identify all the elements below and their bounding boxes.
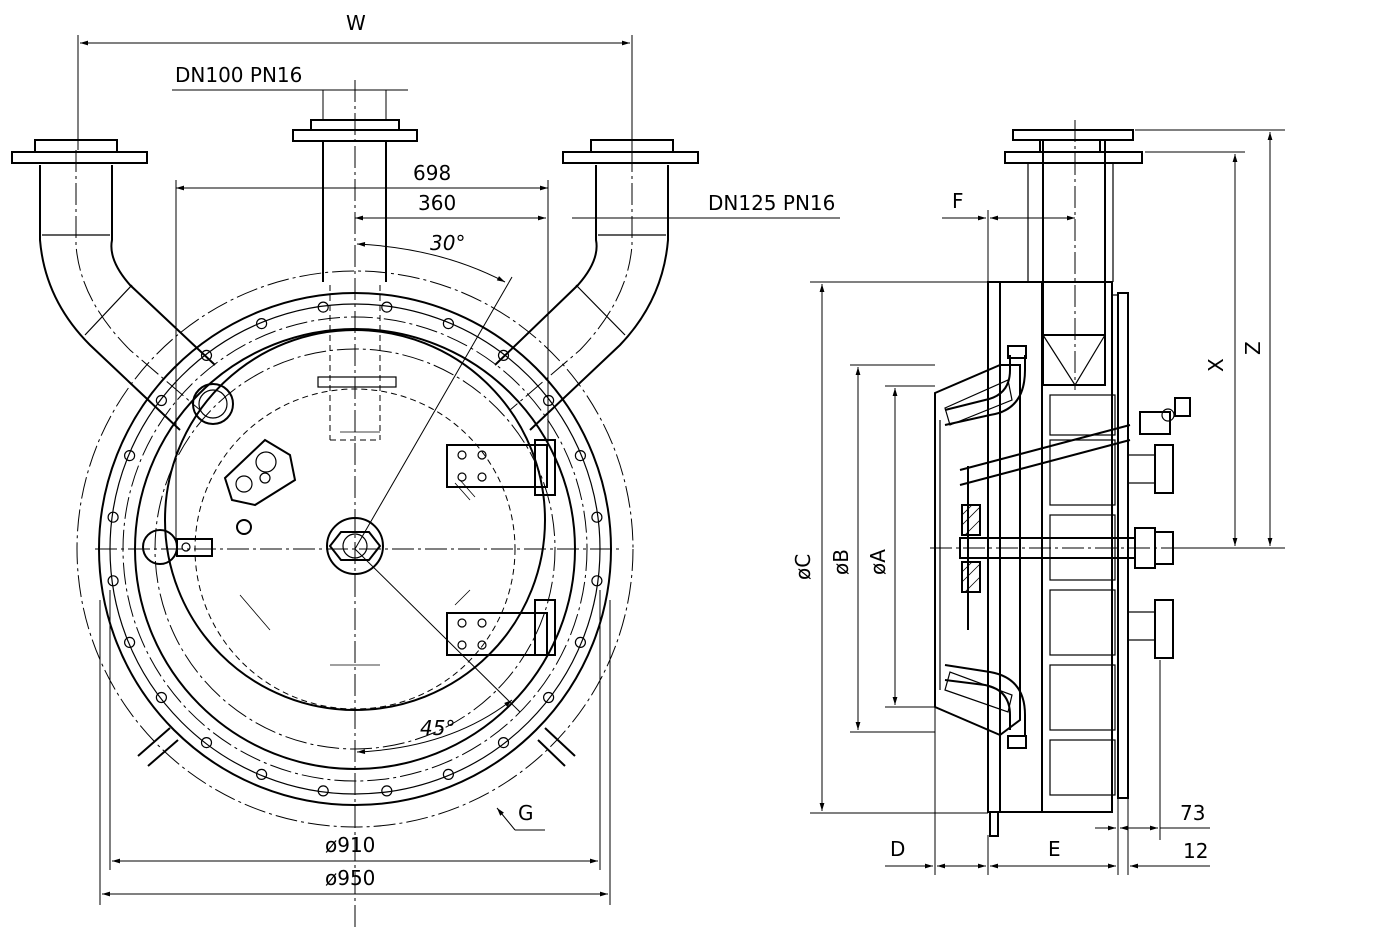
port-plate [223,438,297,535]
left-outlet-pipe [11,139,216,431]
upper-bracket [446,439,556,496]
back-plate [1117,292,1129,799]
dia-950-label: ø950 [325,866,375,890]
bolt-holes [107,301,603,797]
impeller-blocks [1049,394,1116,796]
dim-698-label: 698 [413,161,451,185]
bolt-hole [124,450,136,462]
diagonal-pipe [959,424,1131,486]
shaft-hub [326,517,384,575]
valve [1139,397,1191,435]
bolt-hole [542,691,555,704]
dim-f-label: F [952,189,964,213]
bolt-hole [200,349,213,361]
bolt-hole [591,575,603,587]
dia-910-label: ø910 [325,833,375,857]
dim-e-label: E [1048,837,1061,861]
dim-w-label: W [346,11,366,35]
dia-a-label: øA [866,549,890,575]
bolt-hole [497,736,510,749]
bolt-hole [155,691,167,704]
left-lug [142,529,213,565]
dim-30-label: 30° [430,231,465,255]
bolt-hole [574,450,587,462]
bolt-hole [256,318,268,330]
side-lug-lower [1154,599,1174,659]
bolt-hole [442,768,454,781]
right-foot [544,727,576,757]
bolt-hole [381,301,393,313]
dim-d-label: D [890,837,905,861]
top-pipe-bend [944,355,1011,411]
dim-dn125-label: DN125 PN16 [708,191,835,215]
front-view [11,80,699,930]
dim-73-label: 73 [1180,801,1205,825]
dim-x-label: X [1204,358,1228,372]
bolt-hole [124,636,136,649]
dim-360-label: 360 [418,191,456,215]
bolt-hole [107,511,119,523]
bolt-hole [200,736,213,749]
bolt-hole [107,575,119,587]
bottom-pipe-bend [944,679,1011,730]
center-inlet-pipe [292,80,418,930]
bolt-hole [155,394,167,407]
dia-b-label: øB [829,549,853,575]
dia-c-label: øC [791,554,815,580]
bolt-hole [542,394,555,407]
right-outlet-pipe [494,139,699,431]
bolt-hole [317,301,329,313]
side-dimensions: F Z X øC øB øA D E [791,129,1285,875]
dim-45-label: 45° [420,716,455,740]
dim-12-label: 12 [1183,839,1208,863]
view-g-label: G [518,801,534,825]
dim-z-label: Z [1241,341,1265,355]
bolt-hole [381,785,393,797]
dim-dn100-label: DN100 PN16 [175,63,302,87]
bolt-hole [574,636,587,649]
side-view [930,120,1191,837]
bolt-hole [442,318,454,330]
hatched-marks [239,431,476,666]
front-dimensions: W DN100 PN16 698 360 30° DN125 PN16 45° … [77,11,840,905]
bolt-hole [497,349,510,361]
bolt-hole [317,785,329,797]
lower-bracket [446,599,556,656]
bolt-hole [591,511,603,523]
side-lug-upper [1154,444,1174,494]
casing-right-plate [1041,281,1113,813]
left-foot [137,727,171,757]
bolt-hole [256,768,268,781]
sight-glass [192,383,234,425]
